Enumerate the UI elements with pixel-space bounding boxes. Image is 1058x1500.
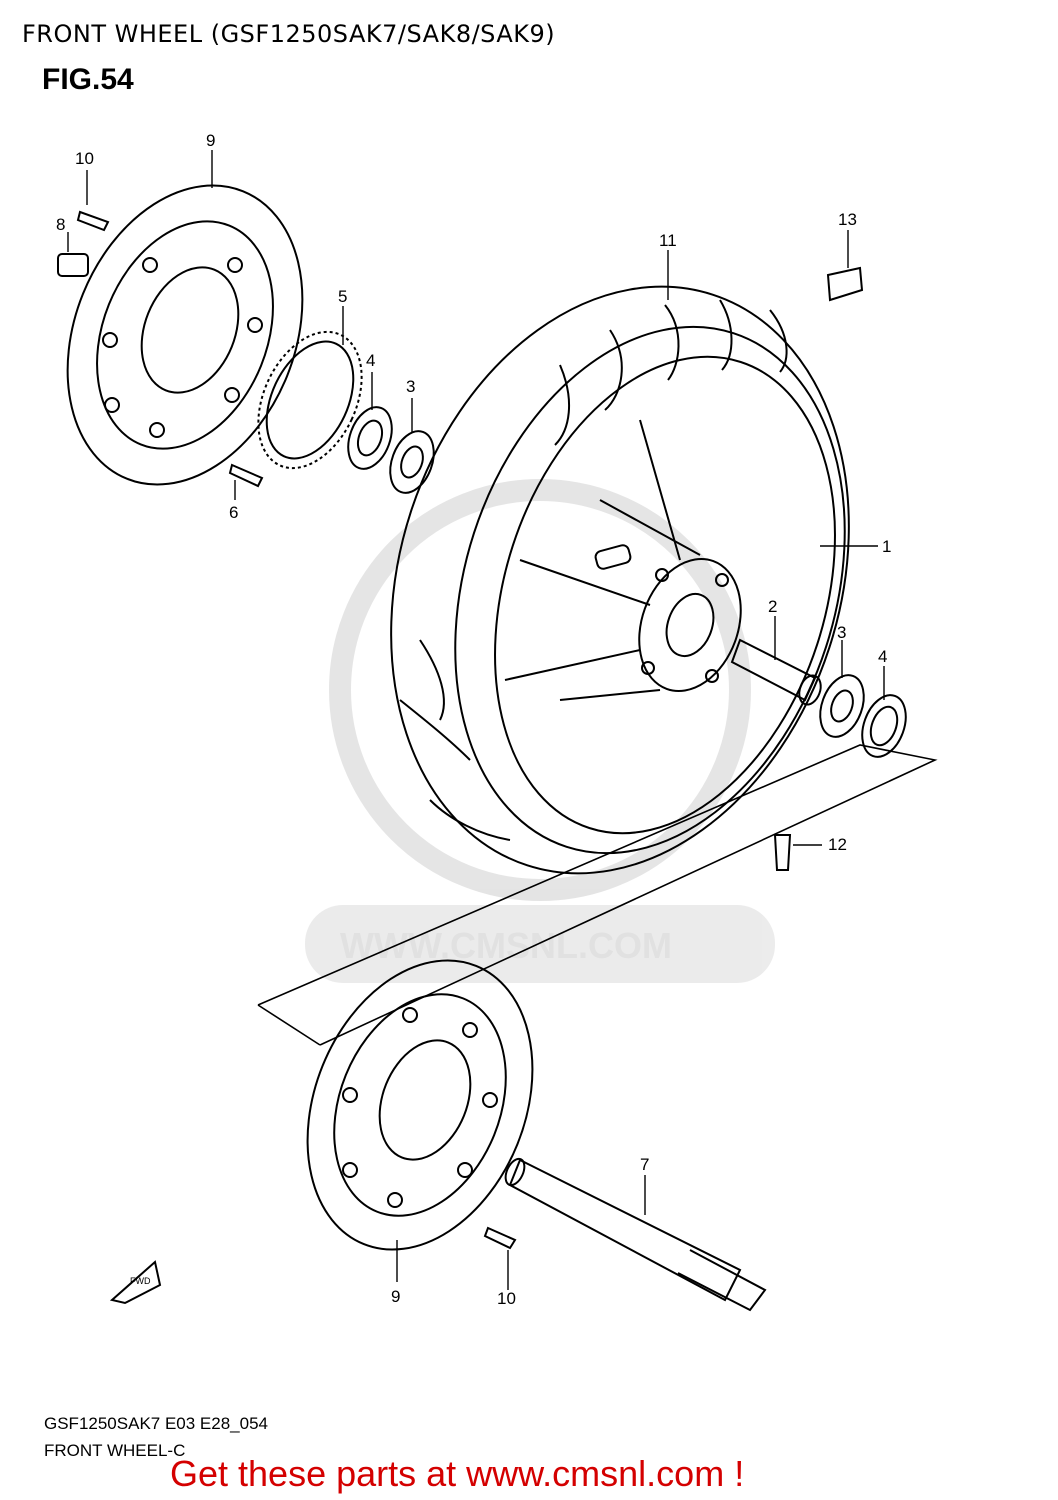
- bearing-upper[interactable]: [382, 425, 441, 499]
- disc-bolt-bottom[interactable]: [483, 1226, 517, 1250]
- callout-1: 1: [882, 537, 891, 556]
- page-title: FRONT WHEEL (GSF1250SAK7/SAK8/SAK9): [22, 20, 556, 48]
- front-axle[interactable]: [502, 1156, 767, 1312]
- svg-text:FWD: FWD: [130, 1276, 151, 1286]
- diagram-name: FRONT WHEEL-C: [44, 1441, 186, 1460]
- watermark-text: WWW.CMSNL.COM: [340, 925, 672, 966]
- screw-6[interactable]: [228, 463, 264, 488]
- callout-3-lower: 3: [837, 623, 846, 642]
- callout-6: 6: [229, 503, 238, 522]
- callout-5: 5: [338, 287, 347, 306]
- callout-3-upper: 3: [406, 377, 415, 396]
- callout-11: 11: [659, 231, 677, 250]
- callout-4-upper: 4: [366, 351, 375, 370]
- diagram-code: GSF1250SAK7 E03 E28_054: [44, 1414, 268, 1433]
- axle-spacer[interactable]: [730, 638, 825, 708]
- disc-bolt-top[interactable]: [76, 210, 110, 232]
- bearing-lower[interactable]: [812, 669, 871, 743]
- callout-9-upper: 9: [206, 131, 215, 150]
- parts-link[interactable]: Get these parts at www.cmsnl.com !: [170, 1453, 745, 1494]
- callout-8: 8: [56, 215, 65, 234]
- brake-disc-top[interactable]: [25, 150, 345, 520]
- forward-arrow-icon: FWD: [109, 1260, 162, 1305]
- nut-8[interactable]: [57, 253, 89, 277]
- brake-disc-bottom[interactable]: [266, 927, 573, 1284]
- tire-valve[interactable]: [773, 834, 792, 871]
- assembly-plane: [257, 744, 938, 1046]
- callout-10-lower: 10: [497, 1289, 516, 1308]
- watermark: WWW.CMSNL.COM: [305, 479, 775, 983]
- leader-lines: [67, 150, 885, 1290]
- callout-labels: 1 2 3 4 5 6 7 8 9 10 11 12 13 3 4 9 10: [56, 131, 891, 1308]
- callout-10-upper: 10: [75, 149, 94, 168]
- callout-9-lower: 9: [391, 1287, 400, 1306]
- front-wheel-tire[interactable]: [318, 227, 922, 934]
- balancer-weight[interactable]: [826, 266, 864, 302]
- wheel-hub[interactable]: [504, 419, 758, 705]
- oil-seal-upper[interactable]: [340, 401, 399, 475]
- callout-13: 13: [838, 210, 857, 229]
- callout-2: 2: [768, 597, 777, 616]
- callout-7: 7: [640, 1155, 649, 1174]
- abs-sensor-ring[interactable]: [238, 315, 382, 484]
- figure-number: FIG.54: [42, 63, 134, 96]
- callout-4-lower: 4: [878, 647, 887, 666]
- oil-seal-lower[interactable]: [854, 689, 913, 763]
- callout-12: 12: [828, 835, 847, 854]
